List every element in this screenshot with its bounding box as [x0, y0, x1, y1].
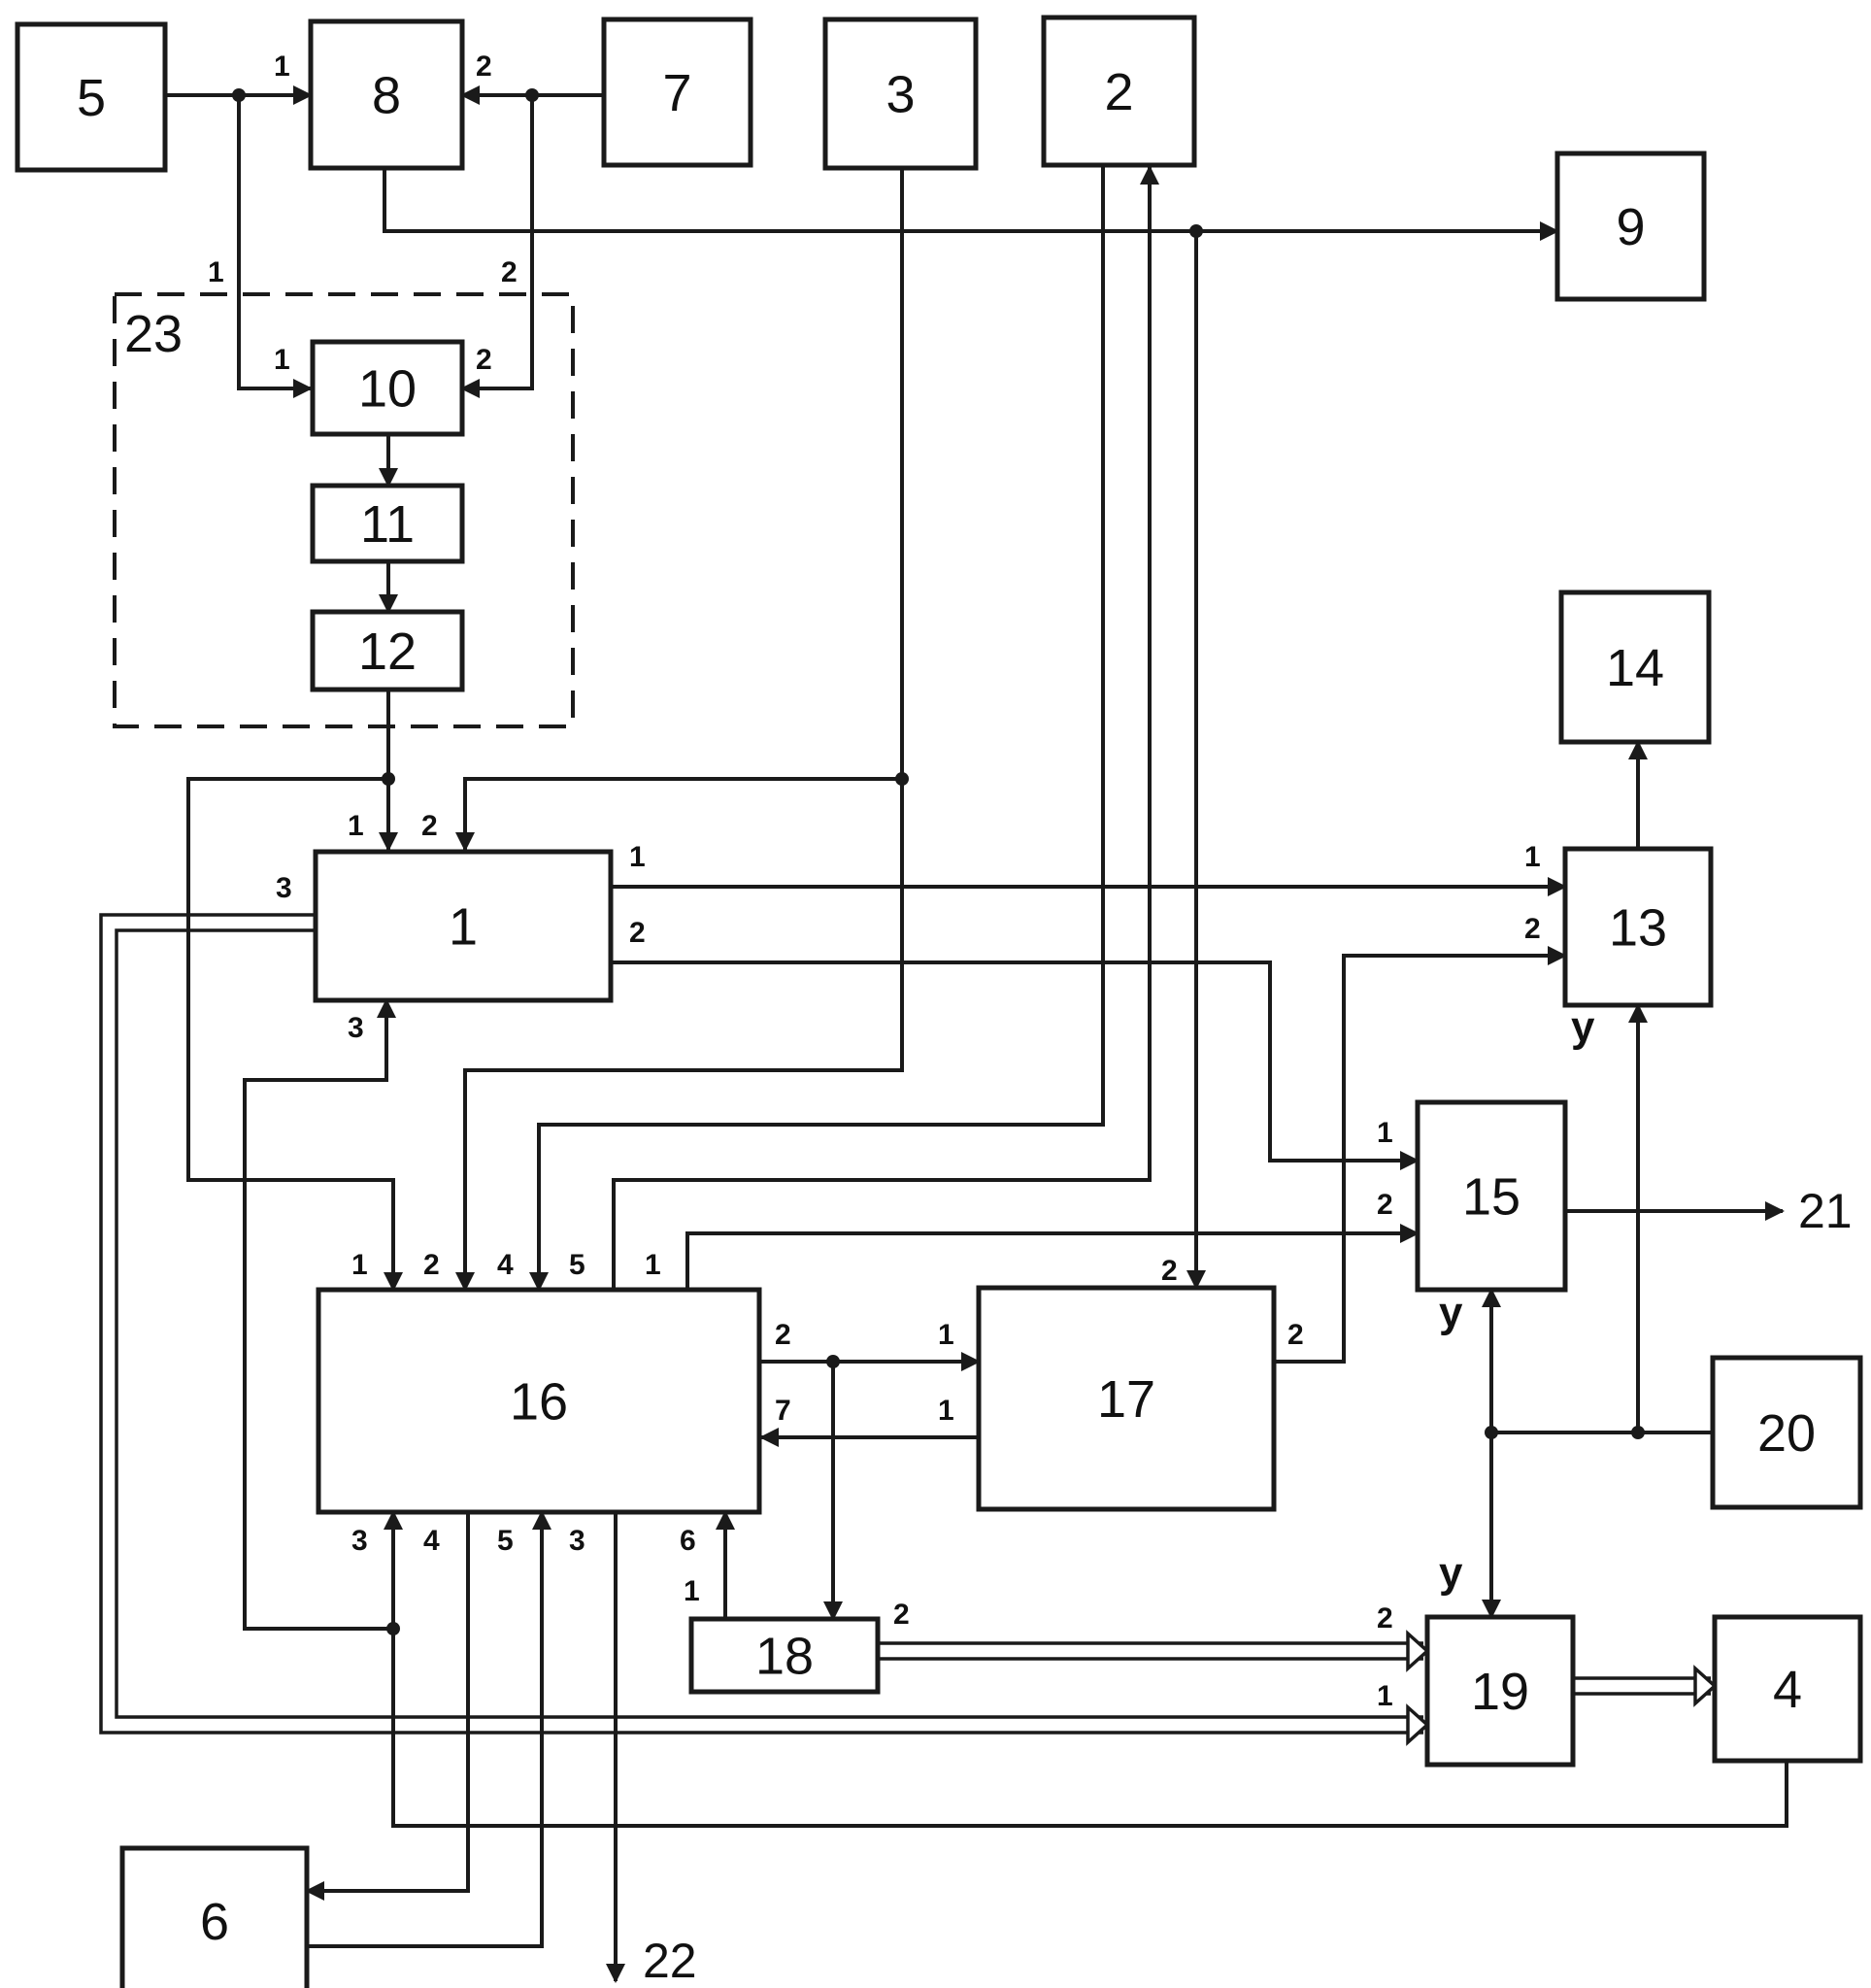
block-3: 3	[825, 19, 976, 168]
block-9: 9	[1557, 153, 1704, 299]
port-label-p16-2: 2	[423, 1249, 440, 1281]
block-4: 4	[1715, 1617, 1860, 1761]
block-18-label: 18	[755, 1628, 814, 1686]
port-label-p18-1: 1	[684, 1575, 700, 1607]
block-15-label: 15	[1462, 1168, 1520, 1227]
block-12: 12	[313, 612, 462, 690]
block-11: 11	[313, 486, 462, 561]
port-label-p16-o1: 1	[645, 1249, 661, 1281]
port-label-p19-y: y	[1439, 1549, 1463, 1597]
block-2: 2	[1044, 17, 1194, 165]
port-label-pg-1: 1	[208, 256, 224, 288]
block-17-label: 17	[1097, 1370, 1155, 1429]
output-21: 21	[1798, 1184, 1853, 1238]
block-16-label: 16	[510, 1373, 568, 1432]
block-11-label: 11	[360, 495, 415, 554]
port-label-p1-in1: 1	[348, 810, 364, 842]
port-label-p16-6: 6	[680, 1525, 696, 1557]
block-8-label: 8	[372, 67, 401, 125]
block-9-label: 9	[1616, 198, 1645, 256]
port-label-p13-y: y	[1571, 1003, 1595, 1051]
block-15: 15	[1418, 1102, 1565, 1290]
port-label-p17-o2: 2	[1287, 1319, 1304, 1351]
block-20-label: 20	[1757, 1404, 1816, 1463]
group-label: 23	[124, 305, 183, 363]
port-label-p10-2: 2	[476, 344, 492, 376]
port-label-p16-b5: 5	[497, 1525, 514, 1557]
port-label-p1-out3: 3	[276, 872, 292, 904]
port-label-p13-2: 2	[1524, 913, 1541, 945]
output-22: 22	[643, 1934, 697, 1988]
port-label-p16-b3: 3	[351, 1525, 368, 1557]
block-4-label: 4	[1773, 1661, 1802, 1719]
block-14: 14	[1561, 592, 1709, 742]
block-20: 20	[1713, 1358, 1860, 1507]
port-label-p16-5: 5	[569, 1249, 585, 1281]
block-13-label: 13	[1609, 899, 1667, 958]
block-5-label: 5	[77, 69, 106, 127]
port-label-p1-in2: 2	[421, 810, 438, 842]
block-13: 13	[1565, 849, 1711, 1005]
block-8: 8	[311, 21, 462, 168]
block-19: 19	[1427, 1617, 1573, 1765]
port-label-p16-4: 4	[497, 1249, 514, 1281]
block-7: 7	[604, 19, 751, 165]
block-14-label: 14	[1606, 639, 1664, 697]
port-label-p17-1b: 1	[938, 1395, 954, 1427]
block-1: 1	[316, 852, 611, 1000]
port-label-p18-2: 2	[893, 1599, 910, 1631]
block-2-label: 2	[1104, 63, 1133, 121]
block-6: 6	[122, 1848, 307, 1988]
port-label-p15-y: y	[1439, 1289, 1463, 1336]
port-label-p15-1: 1	[1377, 1117, 1393, 1149]
block-1-label: 1	[449, 898, 478, 957]
port-label-p13-1: 1	[1524, 841, 1541, 873]
port-label-p19-2: 2	[1377, 1602, 1393, 1634]
block-17: 17	[979, 1288, 1274, 1509]
port-label-p10-1: 1	[274, 344, 290, 376]
port-label-p16-b4: 4	[423, 1525, 440, 1557]
block-6-label: 6	[200, 1893, 229, 1951]
port-label-p1-out2: 2	[629, 917, 646, 949]
block-19-label: 19	[1471, 1663, 1529, 1721]
port-label-p15-2: 2	[1377, 1189, 1393, 1221]
port-label-p17-2: 2	[1161, 1255, 1178, 1287]
port-label-p8-2: 2	[476, 51, 492, 83]
port-label-p1-in3: 3	[348, 1012, 364, 1044]
port-label-p17-1a: 1	[938, 1319, 954, 1351]
block-10: 10	[313, 342, 462, 434]
block-18: 18	[691, 1619, 878, 1692]
port-label-p8-1: 1	[274, 51, 290, 83]
port-label-p16-b3b: 3	[569, 1525, 585, 1557]
port-label-pg-2: 2	[501, 256, 518, 288]
port-label-p16-1: 1	[351, 1249, 368, 1281]
port-label-p1-out1: 1	[629, 841, 646, 873]
port-label-p16-7: 7	[775, 1395, 791, 1427]
block-16: 16	[318, 1290, 759, 1512]
block-5: 5	[17, 24, 165, 170]
block-7-label: 7	[662, 64, 691, 122]
block-12-label: 12	[358, 623, 417, 681]
block-3-label: 3	[885, 66, 915, 124]
block-10-label: 10	[358, 360, 417, 419]
port-label-p16-o2: 2	[775, 1319, 791, 1351]
port-label-p19-1: 1	[1377, 1680, 1393, 1712]
